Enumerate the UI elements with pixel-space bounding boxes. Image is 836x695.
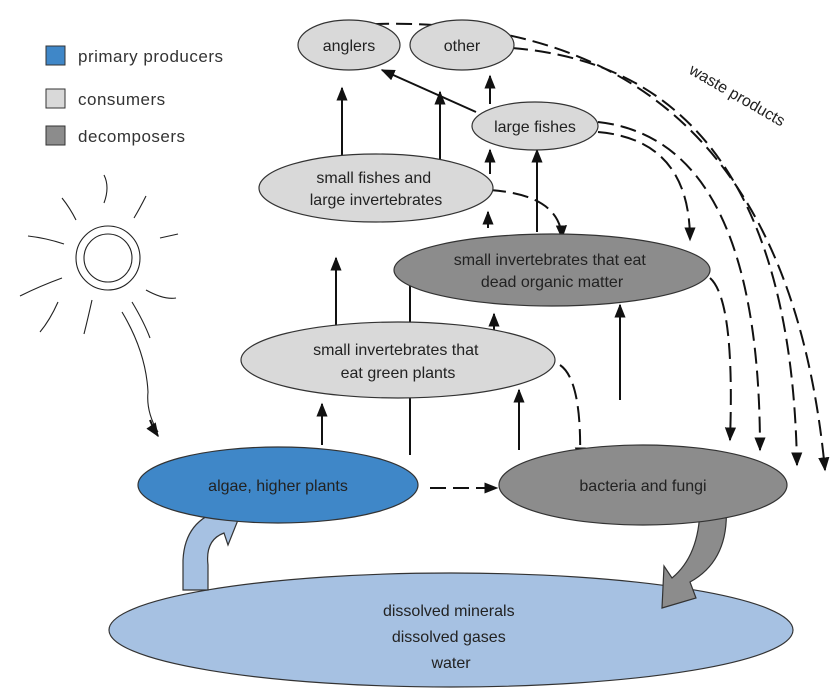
sun-energy-arrow bbox=[146, 419, 159, 438]
node-small-fishes bbox=[258, 153, 494, 223]
release-arrow bbox=[661, 504, 727, 609]
node-other bbox=[409, 19, 515, 71]
node-anglers-label: anglers bbox=[323, 38, 375, 55]
node-algae-label: algae, higher plants bbox=[208, 478, 348, 495]
legend-label-consumers: consumers bbox=[78, 90, 166, 109]
legend-swatch-decomposers bbox=[45, 125, 66, 146]
sun-icon bbox=[19, 174, 179, 433]
node-dissolved-minerals-label: dissolved minerals dissolved gases water bbox=[383, 603, 519, 672]
node-large-fishes bbox=[471, 101, 599, 151]
legend-swatch-primary-producers bbox=[45, 45, 66, 66]
node-dissolved-minerals bbox=[108, 572, 794, 688]
legend-label-decomposers: decomposers bbox=[78, 127, 186, 146]
node-algae bbox=[137, 446, 419, 524]
node-bacteria-fungi bbox=[498, 444, 788, 526]
node-small-fishes-label: small fishes and large invertebrates bbox=[310, 170, 443, 209]
node-herbivores-label: small invertebrates that eat green plant… bbox=[313, 342, 483, 382]
node-herbivores bbox=[240, 321, 556, 399]
node-other-label: other bbox=[444, 38, 481, 55]
waste-products-label: waste products bbox=[685, 61, 788, 130]
node-bacteria-fungi-label: bacteria and fungi bbox=[579, 478, 706, 495]
node-large-fishes-label: large fishes bbox=[494, 119, 576, 136]
legend-swatch-consumers bbox=[45, 88, 66, 109]
node-anglers bbox=[297, 19, 401, 71]
node-detritivores bbox=[393, 233, 711, 307]
legend-label-primary-producers: primary producers bbox=[78, 47, 224, 66]
node-detritivores-label: small invertebrates that eat dead organi… bbox=[454, 252, 651, 291]
legend: primary producers consumers decomposers bbox=[45, 45, 224, 146]
